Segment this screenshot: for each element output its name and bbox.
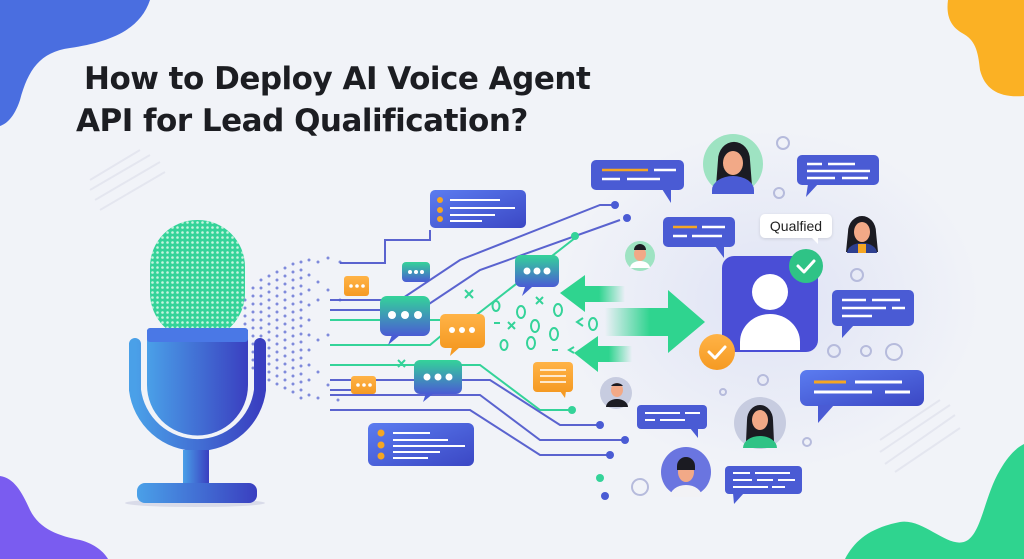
checkmark-badge-orange	[699, 334, 735, 370]
chat-bubble-right-5	[800, 370, 924, 423]
microphone-icon	[125, 220, 266, 507]
arrow-right-icon	[605, 290, 705, 353]
user-profile-icon	[722, 256, 818, 352]
typing-bubble-orange-2	[344, 276, 369, 296]
checkmark-badge-green	[789, 249, 823, 283]
chat-bubble-right-1	[591, 160, 684, 203]
chat-bubble-right-3	[663, 217, 735, 258]
circuit-nodes	[568, 201, 631, 500]
chat-bubble-right-6	[637, 405, 707, 438]
typing-bubble-2	[402, 262, 430, 282]
page-title: How to Deploy AI Voice Agent API for Lea…	[76, 58, 591, 142]
blob-top-left	[0, 0, 150, 126]
arrow-left-icon-bottom	[574, 336, 632, 372]
typing-bubble-3	[515, 255, 559, 296]
blob-bottom-right	[845, 444, 1024, 559]
arrow-left-icon-top	[560, 275, 625, 312]
chat-bubble-right-2	[797, 155, 879, 197]
avatar-man-small-top	[625, 241, 655, 271]
chat-bubble-top-left	[430, 190, 526, 228]
title-line-2: API for Lead Qualification?	[76, 103, 528, 139]
blob-bottom-left	[0, 476, 108, 559]
typing-bubble-orange-1	[440, 314, 485, 356]
blob-top-right	[947, 0, 1024, 97]
decorative-rings	[631, 136, 903, 496]
note-bubble-orange	[533, 362, 573, 398]
chat-bubble-right-7	[725, 466, 802, 504]
avatar-woman-mid	[734, 397, 786, 449]
avatar-man-bottom	[661, 447, 711, 497]
avatar-man-small-mid	[600, 377, 632, 409]
avatar-woman-right	[846, 216, 878, 253]
chat-bubble-right-4	[832, 290, 914, 338]
typing-bubble-4	[414, 360, 462, 402]
typing-bubble-orange-3	[351, 376, 376, 394]
binary-data	[397, 289, 598, 368]
title-line-1: How to Deploy AI Voice Agent	[84, 61, 591, 97]
avatar-woman-top	[703, 134, 763, 194]
chat-bubble-bottom-left	[368, 423, 474, 466]
typing-bubble-1	[380, 296, 430, 345]
qualified-badge: Qualfied	[760, 214, 832, 244]
